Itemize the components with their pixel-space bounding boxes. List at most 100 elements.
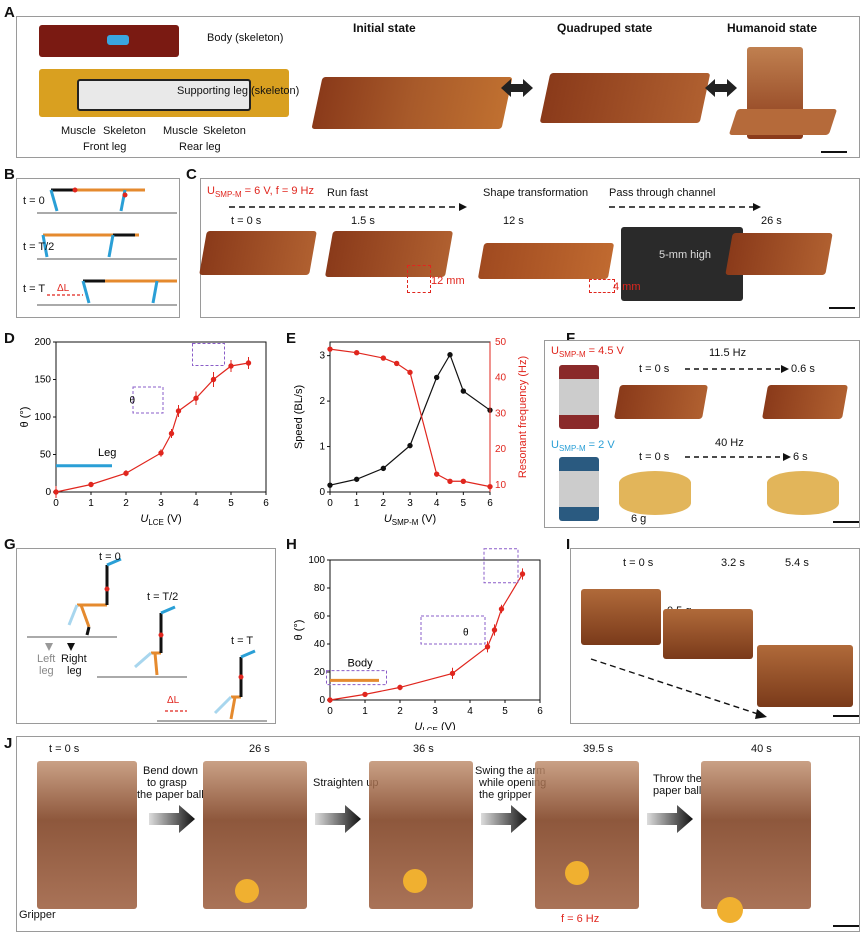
time-0: t = 0 s [231,215,262,227]
panel-label-g: G [4,536,16,553]
f-time-1: 0.6 s [791,363,815,375]
label-muscle-front: Muscle [61,125,96,137]
y2-tick-label: 30 [495,408,507,419]
channel-block [621,227,743,301]
panel-j: t = 0 s 26 s 36 s 39.5 s 40 s Bend down … [16,736,860,932]
scale-bar [833,521,859,523]
panel-label-e: E [286,330,297,347]
j-frame-0 [37,761,137,909]
g-tT: t = T [231,635,254,647]
inset-box [132,386,164,414]
state-quadruped: Quadruped state [557,21,653,35]
double-arrow-icon [705,79,737,97]
data-point [327,346,333,352]
run-frame-0 [199,231,317,275]
body-muscle-strip [107,35,129,45]
data-point [491,627,498,633]
inset-box [192,343,225,366]
data-point [353,350,360,356]
data-point [353,476,360,482]
x-tick-label: 4 [193,498,199,509]
data-point [158,450,164,456]
data-point [449,670,456,677]
j-action-1b: to grasp [147,777,187,789]
label-rear-leg: Rear leg [179,141,221,153]
x-tick-label: 4 [467,706,473,717]
data-point [327,697,333,703]
data-point [53,489,59,495]
x-tick-label: 6 [537,706,543,717]
g-tT2: t = T/2 [147,591,179,603]
x-tick-label: 6 [263,498,269,509]
leg-inner [77,79,251,111]
i-robot-0 [581,589,661,645]
robot-initial-photo [311,77,513,129]
f-u1-rest: = 4.5 V [585,345,624,357]
series-line [55,362,249,493]
y-tick-label: 40 [314,639,326,650]
step-arrow-icon [315,805,361,833]
data-point [460,478,467,484]
label-supporting-leg: Supporting leg (skeleton) [177,85,300,97]
label-12mm: 12 mm [431,275,465,287]
j-action-4a: Throw the [653,773,702,785]
f-mass: 6 g [631,513,647,525]
x-tick-label: 2 [381,498,387,509]
inset-box [326,670,387,686]
f-tape-ring-1 [619,471,691,515]
data-point [498,606,505,612]
robot-humanoid-base [728,109,838,135]
data-point [447,478,453,484]
j-action-3b: while opening [479,777,547,789]
gait-schematic-b [37,187,177,306]
x-tick-label: 3 [158,498,164,509]
data-point [327,482,333,488]
j-time-1: 26 s [249,743,270,755]
j-frame-3 [535,761,639,909]
data-point [168,430,175,437]
i-robot-2 [757,645,853,707]
y-tick-label: 2 [319,396,325,407]
y-axis-label: θ (°) [293,620,305,641]
g-delta-l: ΔL [167,695,180,706]
y-axis-label: Speed (BL/s) [293,385,305,449]
data-point [407,442,413,449]
g-left: Left [37,653,56,665]
timeline-arrow [229,203,761,211]
g-right: Right [61,653,87,665]
data-point [433,471,440,477]
data-point [193,395,199,401]
plot-frame [329,341,491,493]
time-1-5: 1.5 s [351,215,375,227]
condition-rest: = 6 V, f = 9 Hz [241,185,314,197]
panel-label-f: F [566,330,576,347]
series-line [329,353,491,486]
label-front-leg: Front leg [83,141,127,153]
data-point [397,684,403,691]
j-step-arrows [149,805,693,833]
y-tick-label: 0 [45,487,51,498]
panel-label-i: I [566,536,571,553]
label-tT2: t = T/2 [23,241,55,253]
label-4mm: 4 mm [613,281,641,293]
panel-label-j: J [4,735,13,752]
panel-g: t = 0 t = T/2 t = T Left leg Right leg Δ… [16,548,276,724]
y2-tick-label: 40 [495,373,507,384]
label-tT: t = T [23,283,46,295]
series-line [329,573,524,701]
y2-axis-label: Resonant frequency (Hz) [517,356,529,478]
y2-tick-label: 10 [495,480,507,491]
x-axis-label: ULCE (V) [414,721,455,730]
j-action-3c: the gripper [479,789,532,801]
scale-bar [833,715,859,717]
data-point [407,369,413,376]
label-skeleton-front: Skeleton [103,125,146,137]
label-delta-l: ΔL [57,283,70,294]
g-left-leg: leg [39,665,54,677]
i-time-2: 5.4 s [785,557,809,569]
i-time-1: 3.2 s [721,557,745,569]
data-point [88,481,94,488]
j-time-3: 39.5 s [583,743,613,755]
